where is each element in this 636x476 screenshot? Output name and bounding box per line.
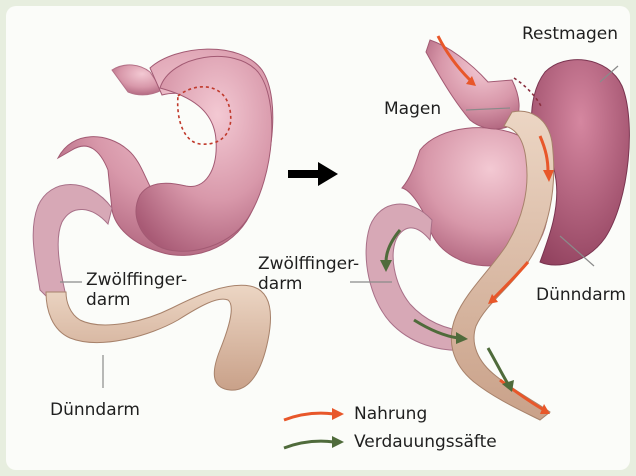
label-duodenum-left-line2: darm: [86, 290, 130, 311]
label-remnant-stomach: Restmagen: [522, 24, 618, 45]
label-small-intestine-right: Dünndarm: [536, 285, 626, 306]
label-duodenum-right-line1: Zwölffinger-: [258, 254, 359, 275]
legend-label-food: Nahrung: [354, 404, 427, 425]
legend-label-digestive-juices: Verdauungssäfte: [354, 432, 497, 453]
legend: [284, 408, 344, 448]
legend-food-arrowhead: [332, 408, 344, 420]
transformation-arrow: [288, 162, 338, 186]
label-duodenum-left-line1: Zwölffinger-: [86, 270, 187, 291]
label-stomach: Magen: [384, 99, 441, 120]
small-intestine-left: [46, 285, 271, 390]
legend-juice-arrow: [284, 441, 334, 448]
label-small-intestine-left: Dünndarm: [50, 400, 140, 421]
bypass-anatomy: [350, 36, 629, 420]
legend-juice-arrowhead: [332, 436, 344, 448]
normal-anatomy: [33, 49, 273, 390]
legend-food-arrow: [284, 413, 334, 420]
label-duodenum-right-line2: darm: [258, 274, 302, 295]
